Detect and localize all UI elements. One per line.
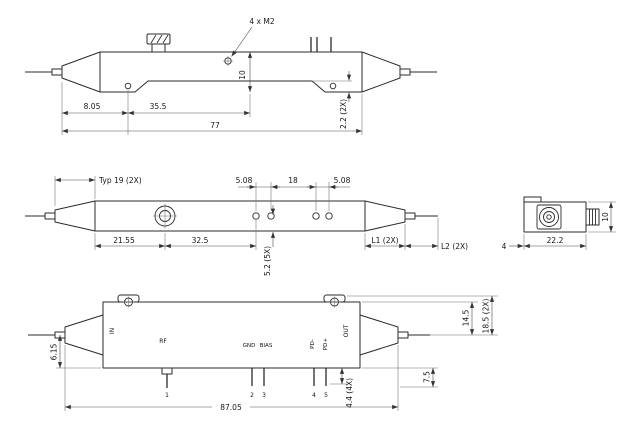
dim-4-4: 4.4 (4X): [330, 368, 354, 408]
label-pd-minus: PD-: [310, 339, 316, 349]
top-tab: [523, 196, 542, 203]
package-body: [94, 200, 366, 232]
rf-pin-base: [161, 367, 173, 375]
mount-hole-left: [124, 82, 132, 90]
pin-number-4: 4: [312, 392, 316, 399]
dim-label: 77: [210, 121, 220, 130]
connector-ring-mid: [543, 211, 555, 223]
package-body: [102, 301, 361, 369]
dim-87-05: 87.05: [64, 345, 399, 412]
dim-label: 35.5: [150, 102, 167, 111]
dim-14-5: 14.5: [362, 301, 498, 336]
boot-taper-left: [61, 51, 101, 93]
dim-4: 4: [502, 242, 524, 251]
dim-10-height: 10: [238, 52, 253, 92]
mount-hole-right: [329, 82, 337, 90]
dim-label: 22.2: [547, 236, 564, 245]
dim-21-55-32-5: 21.55 32.5: [94, 220, 257, 250]
dim-6-15: 6.15: [50, 335, 101, 369]
dim-label: 14.5: [462, 309, 471, 326]
dim-35-5: 35.5: [128, 94, 251, 117]
dim-label: 6.15: [50, 343, 59, 360]
dim-label-2155: 21.55: [113, 236, 135, 245]
dim-label: 8.05: [84, 102, 101, 111]
fiber-ferrule-left: [51, 68, 63, 76]
fiber-ferrule-right: [399, 68, 411, 76]
dim-label: 2.2 (2X): [339, 99, 348, 129]
label-in: IN: [109, 328, 116, 334]
boot-taper-right: [364, 200, 406, 232]
pin-number-5: 5: [324, 392, 328, 399]
dim-5-2: 5.2 (5X): [263, 205, 276, 276]
connector-ring-outer: [539, 207, 559, 227]
feedthrough-hole-1: [252, 212, 260, 220]
package-body: [99, 51, 363, 93]
dim-label: 10: [601, 212, 610, 222]
view-end: 10 22.2 4: [502, 196, 616, 251]
view-side-elevation: 4 x M2 8.05 35.5 10 77 2.2 (2X): [25, 17, 437, 135]
fiber-ferrule-left: [44, 212, 56, 220]
dim-hole-spacing: 5.08 18 5.08: [236, 176, 351, 211]
dim-22-2: 22.2: [523, 234, 587, 250]
label-rf: RF: [159, 338, 167, 345]
dim-label: 5.2 (5X): [263, 246, 272, 276]
dim-label: 18.5 (2X): [482, 299, 491, 334]
dim-label: 87.05: [220, 403, 242, 412]
rf-connector-cap: [146, 33, 171, 45]
boot-taper-left: [54, 200, 96, 232]
dim-typ19: Typ 19 (2X): [54, 176, 142, 206]
callout-4xm2: 4 x M2: [231, 17, 275, 57]
pin-number-2: 2: [250, 392, 254, 399]
fiber-ferrule-right: [397, 331, 409, 339]
dim-77: 77: [62, 94, 363, 135]
dim-label: 4: [502, 242, 507, 251]
view-pin-side: IN OUT RF GND BIAS PD- PD+ 1 2 3 4 5 6.1…: [28, 294, 498, 412]
dim-18-5: 18.5 (2X): [347, 295, 498, 335]
view-plan: Typ 19 (2X) 5.08 18 5.08 21.55 32.5: [25, 176, 468, 276]
dim-l2: L2 (2X): [405, 218, 468, 251]
label-bias: BIAS: [260, 343, 273, 349]
dim-label-508a: 5.08: [236, 176, 253, 185]
label-pd-plus: PD+: [323, 338, 329, 351]
dim-label: L2 (2X): [441, 242, 468, 251]
dim-label: 10: [238, 70, 247, 80]
label-out: OUT: [343, 324, 350, 337]
dim-2-2: 2.2 (2X): [312, 71, 352, 129]
label-4xm2: 4 x M2: [249, 17, 274, 26]
dim-7-5: 7.5: [362, 367, 438, 388]
boot-taper-left: [64, 314, 104, 356]
label-gnd: GND: [243, 343, 256, 349]
boot-taper-right: [361, 51, 401, 93]
connector-pin: [546, 214, 552, 220]
dim-label: L1 (2X): [371, 236, 398, 245]
dim-label-18: 18: [288, 176, 298, 185]
dim-label: 4.4 (4X): [345, 378, 354, 408]
pin-number-1: 1: [165, 392, 169, 399]
boot-taper-right: [359, 314, 399, 356]
feedthrough-hole-4: [325, 212, 333, 220]
end-body: [523, 201, 587, 233]
dim-label: Typ 19 (2X): [98, 176, 142, 185]
fiber-ferrule-right: [404, 212, 416, 220]
pin-number-3: 3: [262, 392, 266, 399]
leader-line: [231, 26, 253, 57]
connector-flange: [536, 204, 562, 230]
dim-label-508b: 5.08: [334, 176, 351, 185]
dim-label: 7.5: [423, 371, 432, 383]
dim-label-325: 32.5: [192, 236, 209, 245]
feedthrough-hole-3: [312, 212, 320, 220]
dim-10-end: 10: [588, 201, 616, 233]
